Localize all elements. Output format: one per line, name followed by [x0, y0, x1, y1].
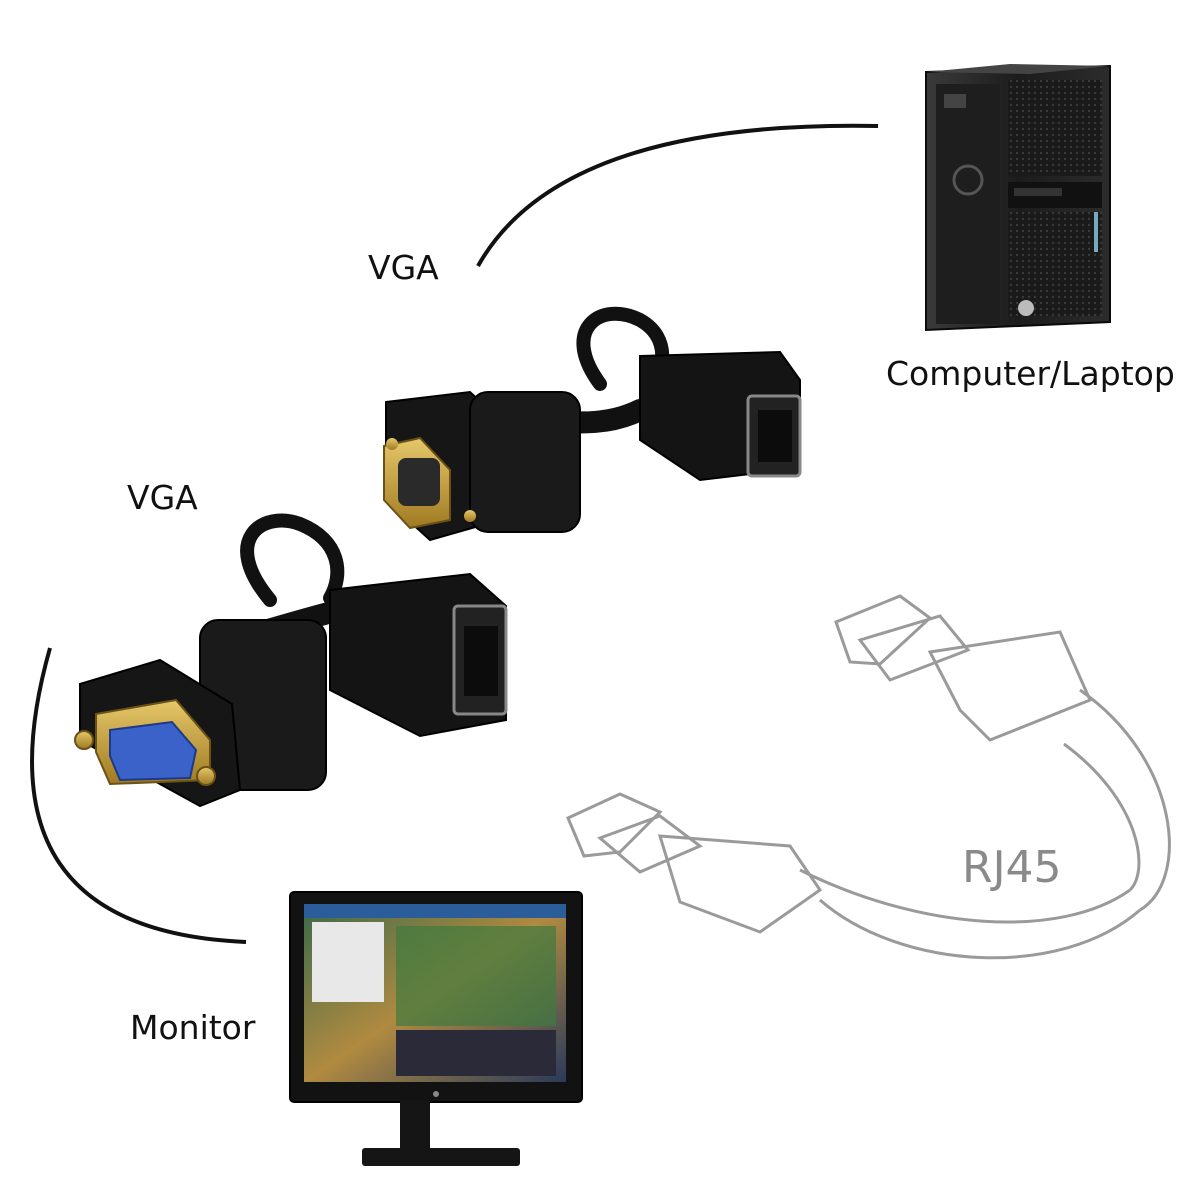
arc-vga-to-computer [476, 123, 879, 267]
vga-male-adapter-icon [383, 306, 802, 542]
monitor-label: Monitor [130, 1008, 256, 1047]
tower-pc-icon [925, 64, 1111, 332]
vga-label-left: VGA [127, 478, 198, 517]
rj45-cable-icon [566, 594, 1171, 960]
monitor-icon [289, 891, 583, 1166]
vga-label-top: VGA [368, 248, 439, 287]
rj45-label: RJ45 [962, 842, 1062, 893]
computer-laptop-label: Computer/Laptop [886, 354, 1175, 393]
vga-female-adapter-icon [74, 513, 508, 808]
arc-vga-to-monitor [30, 647, 247, 944]
